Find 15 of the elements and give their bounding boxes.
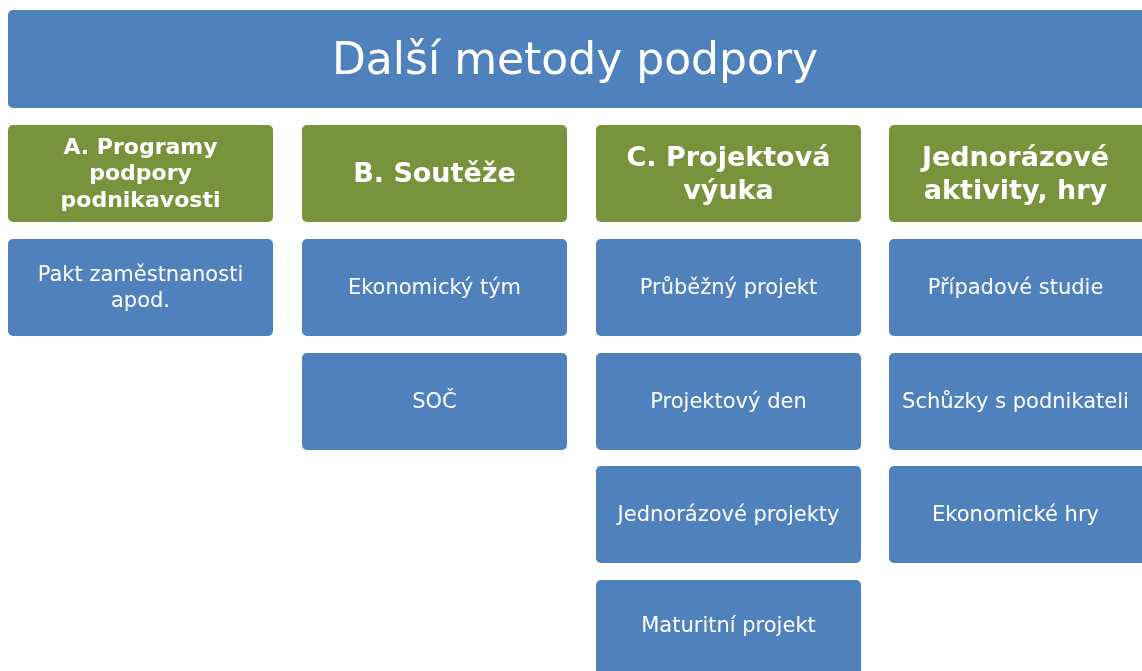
method-box: Jednorázové projekty bbox=[596, 466, 861, 563]
method-box: Projektový den bbox=[596, 353, 861, 450]
method-box: SOČ bbox=[302, 353, 567, 450]
title-banner: Další metody podpory bbox=[8, 10, 1142, 108]
category-header: C. Projektová výuka bbox=[596, 125, 861, 222]
method-box: Ekonomický tým bbox=[302, 239, 567, 336]
category-header: A. Programy podpory podnikavosti bbox=[8, 125, 273, 222]
method-box: Průběžný projekt bbox=[596, 239, 861, 336]
method-box: Případové studie bbox=[889, 239, 1142, 336]
method-box: Schůzky s podnikateli bbox=[889, 353, 1142, 450]
method-box: Pakt zaměstnanosti apod. bbox=[8, 239, 273, 336]
method-box: Ekonomické hry bbox=[889, 466, 1142, 563]
method-box: Maturitní projekt bbox=[596, 580, 861, 671]
category-header: B. Soutěže bbox=[302, 125, 567, 222]
category-header: Jednorázové aktivity, hry bbox=[889, 125, 1142, 222]
